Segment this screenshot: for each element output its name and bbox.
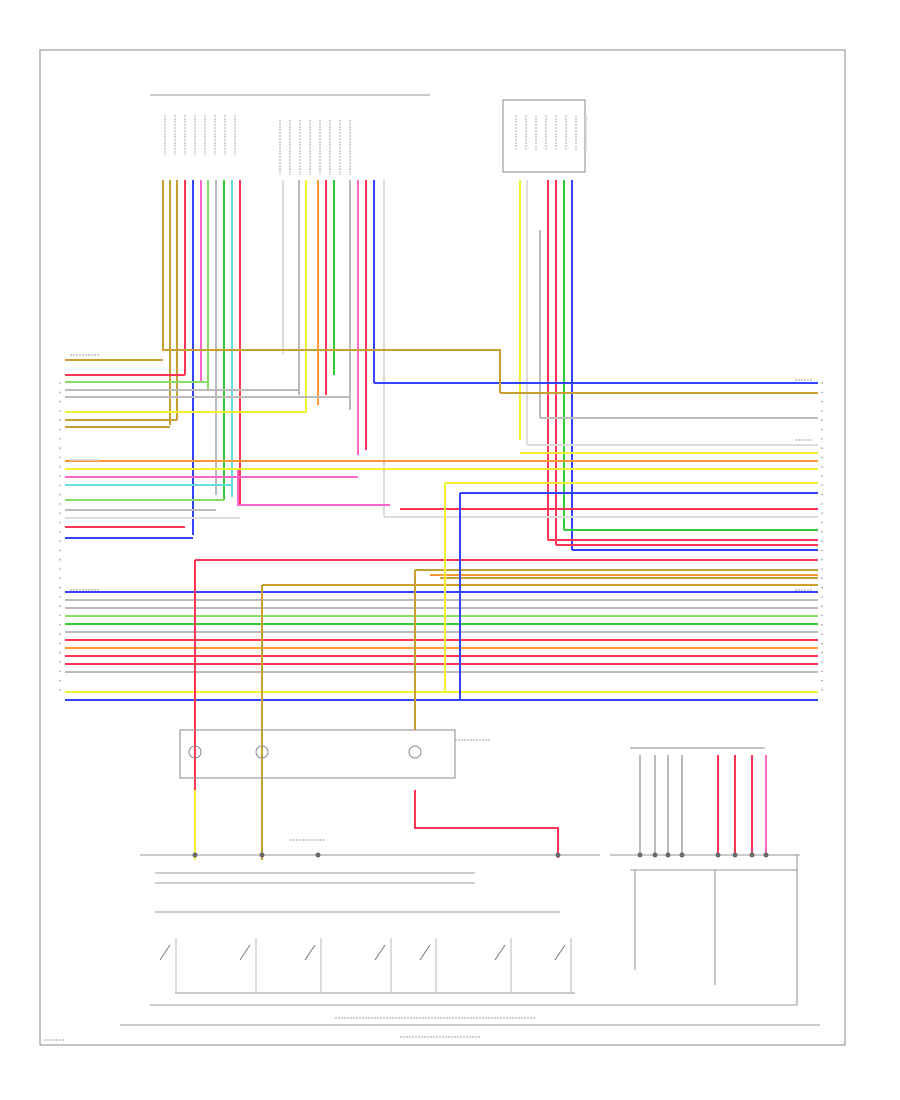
diagram-frame [39,49,846,1046]
connector-pins [59,382,823,858]
wire-tan [162,340,501,393]
pin-mark [59,438,61,440]
pin-mark [59,679,61,682]
pin-mark [59,661,61,663]
pin-mark [821,475,823,477]
pin-mark [59,410,61,412]
vertical-wires [162,180,573,550]
pin-mark [59,531,61,533]
pin-mark [59,642,61,645]
pin-mark [59,651,61,654]
pin-mark [821,521,823,524]
pin-mark [821,614,823,617]
pin-mark [821,689,823,691]
pin-mark [821,503,823,505]
pin-mark [821,540,823,542]
pin-mark [59,633,61,635]
pin-mark [59,400,61,403]
pin-mark [821,577,823,580]
pin-mark [821,586,823,589]
pin-mark [59,447,61,449]
module-terminals [188,745,422,759]
pin-mark [59,382,61,384]
pin-mark [59,558,61,561]
pin-mark [821,596,823,598]
pin-mark [821,447,823,449]
pin-mark [821,624,823,626]
pin-mark [821,661,823,663]
pin-mark [821,633,823,635]
pin-mark [821,410,823,412]
pin-mark [821,493,823,496]
pin-mark [59,493,61,496]
pin-mark [59,465,61,468]
pin-mark [821,438,823,440]
horizontal-wires [65,359,818,701]
pin-mark [821,456,823,459]
terminal-circle [255,745,269,759]
pin-mark [821,465,823,468]
pin-mark [59,568,61,570]
switch-contact [304,944,316,961]
pin-mark [821,549,823,552]
pin-mark [821,605,823,607]
pin-mark [821,382,823,384]
pin-mark [821,558,823,561]
pin-mark [821,679,823,682]
pin-mark [59,540,61,542]
wire-pink [237,470,390,506]
pin-mark [59,428,61,431]
pin-mark [59,614,61,617]
pin-mark [821,651,823,654]
pin-mark [59,484,61,487]
pin-mark [59,475,61,477]
switch-contact [374,944,386,961]
pin-mark [59,512,61,514]
unreadable-labels [44,115,813,1041]
pin-mark [821,484,823,487]
switch-contact [239,944,251,961]
pin-mark [821,419,823,422]
pin-mark [59,605,61,607]
switches [159,938,572,993]
pin-mark [821,400,823,403]
pin-mark [59,456,61,459]
routed-wires [162,340,767,860]
switch-contact [159,944,171,961]
wire-red [414,790,559,858]
pin-mark [821,531,823,533]
pin-mark [821,642,823,645]
pin-mark [821,391,823,394]
pin-mark [59,670,61,673]
pin-mark [59,549,61,552]
pin-mark [59,503,61,505]
pin-mark [59,419,61,422]
switch-contact [554,944,566,961]
pin-mark [821,512,823,514]
pin-mark [821,568,823,570]
pin-mark [59,586,61,589]
pin-mark [59,624,61,626]
pin-mark [59,596,61,598]
switch-section [120,854,820,1026]
switch-contact [419,944,431,961]
terminal-circle [188,745,202,759]
terminal-circle [408,745,422,759]
module-box [179,729,456,779]
pin-mark [59,577,61,580]
pin-mark [821,428,823,431]
pin-mark [59,521,61,524]
switch-contact [494,944,506,961]
pin-mark [59,391,61,394]
pin-mark [821,670,823,673]
pin-mark [59,689,61,691]
